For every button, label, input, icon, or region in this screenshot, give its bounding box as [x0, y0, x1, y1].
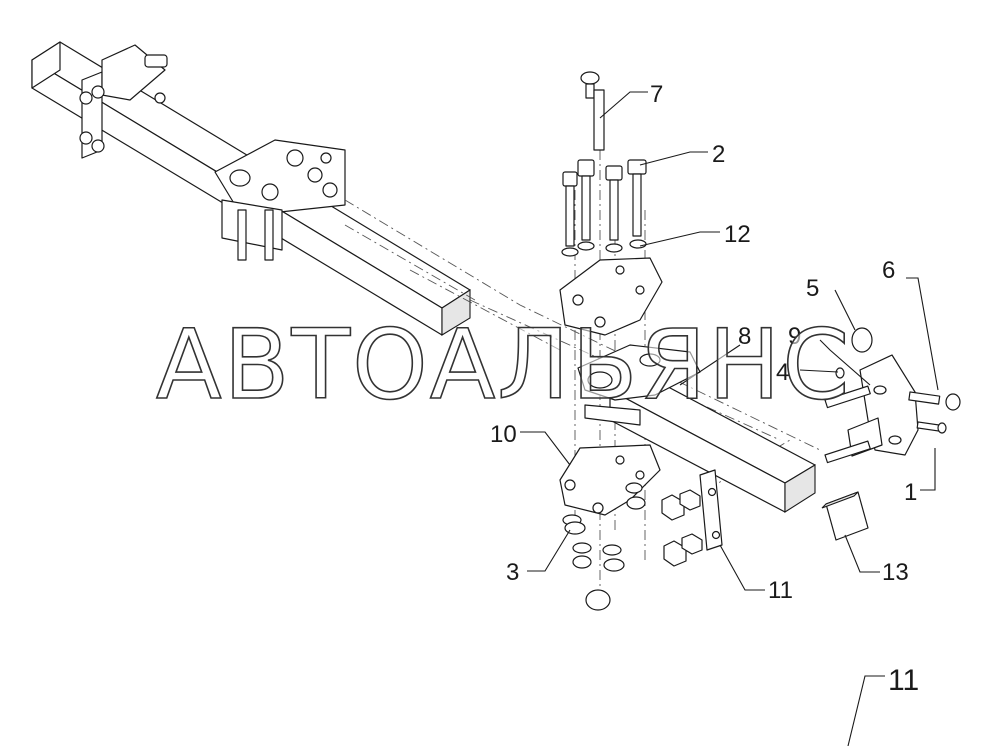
callout-1: 1: [904, 479, 917, 506]
leader-lines: [520, 91, 939, 746]
coupling-plate: [577, 344, 701, 426]
bolt-d: [627, 159, 647, 249]
bottom-snap-ring: [585, 589, 611, 611]
upper-bolts: [561, 159, 647, 257]
upper-plate: [559, 257, 663, 336]
callout-8: 8: [738, 323, 751, 350]
page-label: 11: [888, 664, 919, 697]
bolt-a: [561, 171, 579, 257]
callout-9: 9: [788, 323, 801, 350]
bolt-b: [577, 159, 595, 251]
callout-10: 10: [490, 421, 517, 448]
callout-5: 5: [806, 275, 819, 302]
spacer-plate: [661, 469, 723, 567]
callout-2: 2: [712, 141, 725, 168]
hitch-bracket: [824, 354, 919, 464]
washer-4: [835, 367, 845, 379]
callout-labels: 7 2 12 5 6 4 8 9 10 3 11 13 1 11: [490, 81, 919, 697]
callout-7: 7: [650, 81, 663, 108]
callout-12: 12: [724, 221, 751, 248]
callout-4: 4: [776, 359, 789, 386]
swivel-bracket: [214, 139, 346, 261]
snap-ring-5: [851, 327, 873, 353]
callout-13: 13: [882, 559, 909, 586]
callout-3: 3: [506, 559, 519, 586]
bolt-c: [605, 165, 623, 253]
watermark: АВТОАЛЬЯНС: [156, 309, 851, 421]
lower-fasteners: [562, 482, 646, 572]
callout-11: 11: [768, 577, 793, 604]
side-bolts: [908, 391, 961, 434]
pin-7: [580, 71, 605, 151]
lower-plate: [559, 444, 661, 516]
left-clamp: [79, 44, 168, 159]
callout-6: 6: [882, 257, 895, 284]
end-cap: [821, 491, 869, 541]
